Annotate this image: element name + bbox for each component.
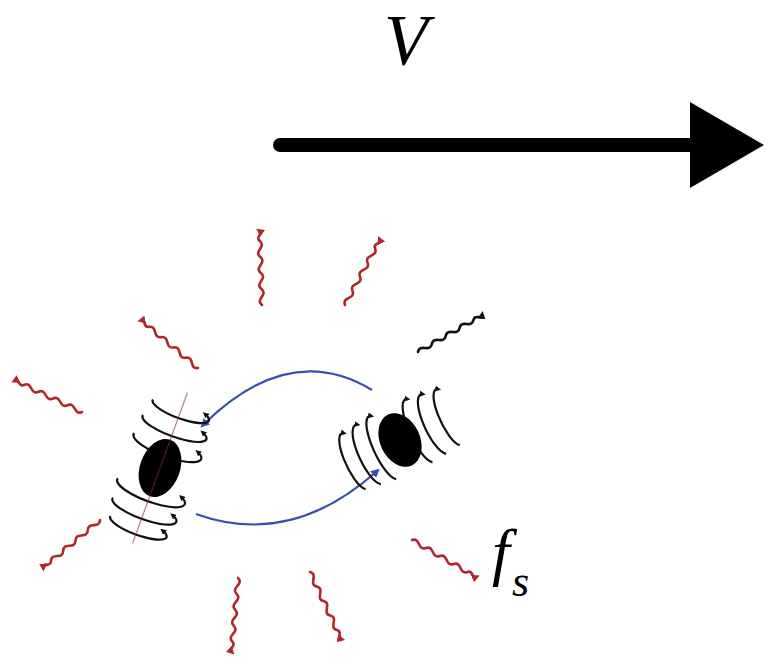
velocity-arrow xyxy=(280,102,764,188)
frequency-label: f xyxy=(492,520,510,584)
orbit-arrows xyxy=(196,371,376,524)
black-hole-right xyxy=(332,385,465,496)
wave-arrows xyxy=(14,231,483,652)
black-hole-left xyxy=(98,380,220,555)
frequency-subscript: s xyxy=(512,560,529,604)
velocity-label: V xyxy=(384,4,428,76)
